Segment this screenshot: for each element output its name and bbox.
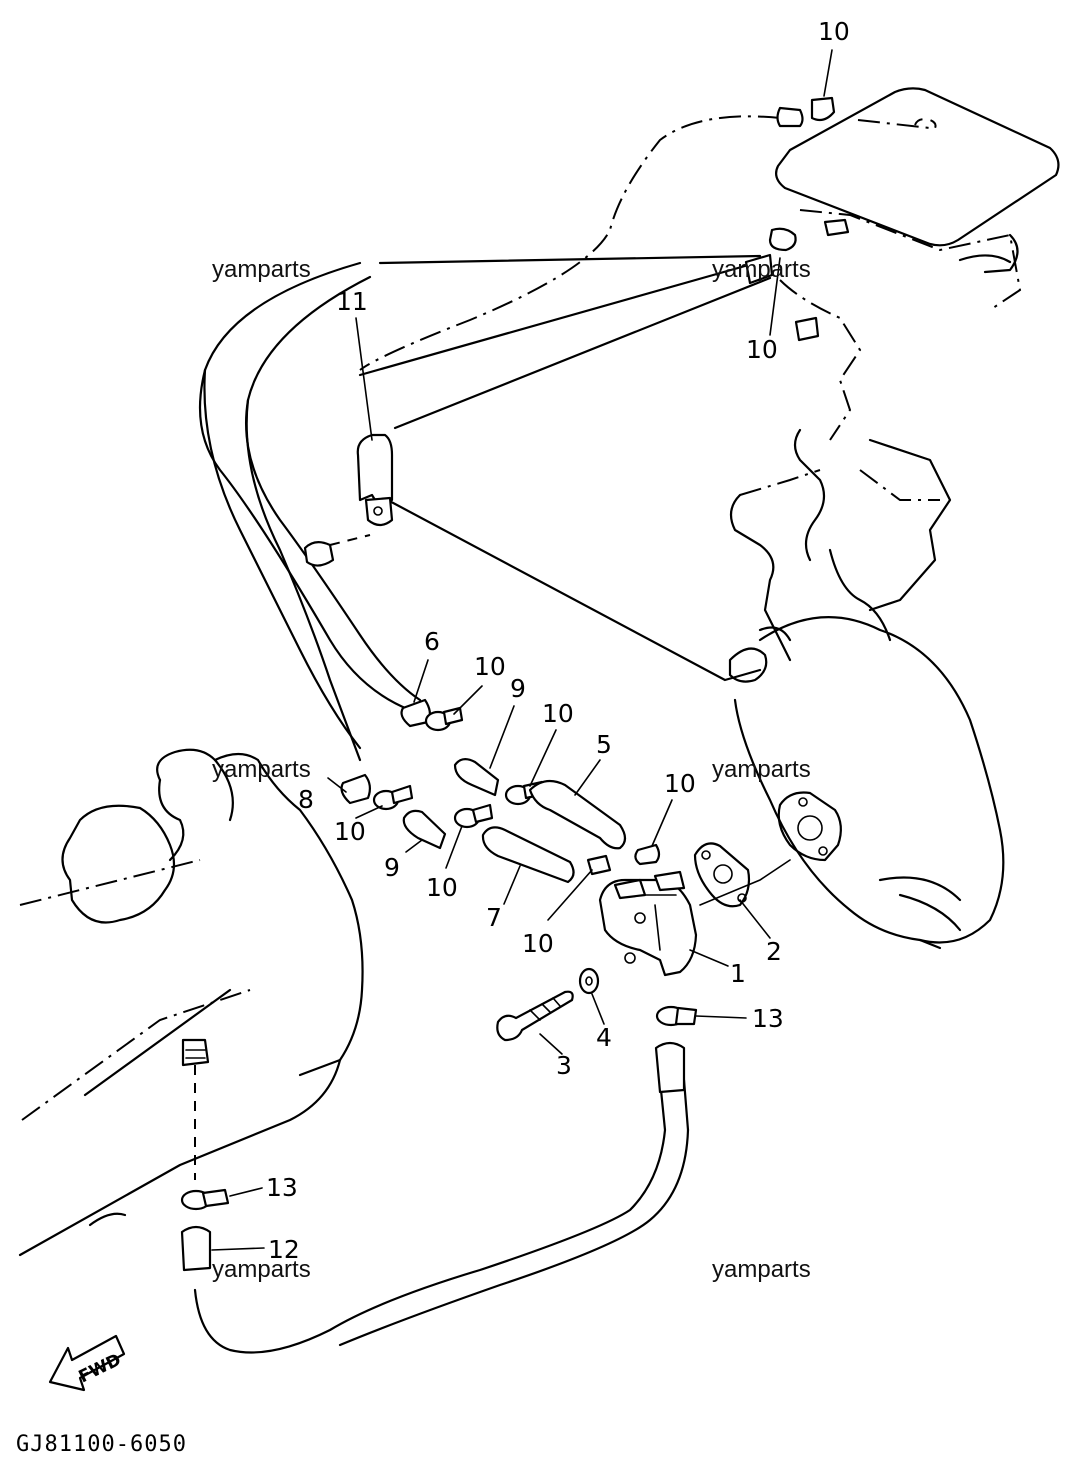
callout-4: 4	[596, 1023, 612, 1052]
parts-hardware	[180, 96, 850, 1272]
leader-lines	[211, 49, 833, 1251]
callout-10-b: 10	[542, 699, 574, 728]
callout-5: 5	[596, 730, 612, 759]
watermarks: yamparts yamparts yamparts yamparts yamp…	[212, 256, 811, 1283]
callout-10-f: 10	[522, 929, 554, 958]
hose-lines	[193, 115, 781, 1354]
callout-8: 8	[298, 785, 314, 814]
callout-10-top: 10	[818, 17, 850, 46]
callout-12: 12	[268, 1235, 300, 1264]
callout-13-b: 13	[266, 1173, 298, 1202]
watermark: yamparts	[712, 256, 811, 283]
callout-10-e: 10	[426, 873, 458, 902]
callout-labels: 10 10 11 6 10 9 10 5 10 8 10 9 10 7 10 2…	[266, 17, 850, 1264]
callout-11: 11	[336, 287, 368, 316]
callout-3: 3	[556, 1051, 572, 1080]
callout-10-d: 10	[334, 817, 366, 846]
callout-2: 2	[766, 937, 782, 966]
fwd-arrow-icon: FWD	[48, 1334, 126, 1392]
muffler-outline	[18, 748, 364, 1257]
watermark: yamparts	[212, 756, 311, 783]
engine-outline	[380, 87, 1060, 950]
callout-1: 1	[730, 959, 746, 988]
callout-10-right: 10	[746, 335, 778, 364]
callout-13-a: 13	[752, 1004, 784, 1033]
callout-10-c: 10	[664, 769, 696, 798]
callout-9-b: 9	[384, 853, 400, 882]
callout-10-a: 10	[474, 652, 506, 681]
callout-9-a: 9	[510, 674, 526, 703]
watermark: yamparts	[212, 256, 311, 283]
watermark: yamparts	[712, 1256, 811, 1283]
watermark: yamparts	[212, 1256, 311, 1283]
callout-6: 6	[424, 627, 440, 656]
watermark: yamparts	[712, 756, 811, 783]
drawing-code: GJ81100-6050	[16, 1432, 187, 1457]
callout-7: 7	[486, 903, 502, 932]
